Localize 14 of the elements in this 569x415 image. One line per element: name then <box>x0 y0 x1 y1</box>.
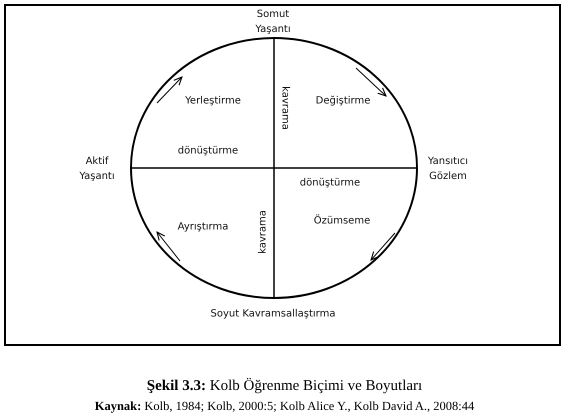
quadrant-label: Yerleştirme <box>184 94 242 108</box>
quadrant-label: Değiştirme <box>314 94 372 108</box>
pole-label: Soyut Kavramsallaştırma <box>210 308 336 322</box>
axis-label: kavrama <box>278 85 292 132</box>
pole-label: Somut Yaşantı <box>254 8 292 37</box>
axis-label: kavrama <box>256 209 270 256</box>
pole-label: Aktif Yaşantı <box>78 155 116 184</box>
quadrant-label: Ayrıştırma <box>176 220 230 234</box>
pole-label: Yansıtıcı Gözlem <box>426 155 470 184</box>
quadrant-label: Özümseme <box>312 214 372 228</box>
source-note: Kaynak: Kolb, 1984; Kolb, 2000:5; Kolb Alice Y., Kolb David A., 2008:44 <box>94 399 476 414</box>
axis-label: dönüştürme <box>176 144 240 158</box>
axis-label: dönüştürme <box>298 176 362 190</box>
figure-caption: Şekil 3.3: Kolb Öğrenme Biçimi ve Boyutları <box>146 378 424 395</box>
